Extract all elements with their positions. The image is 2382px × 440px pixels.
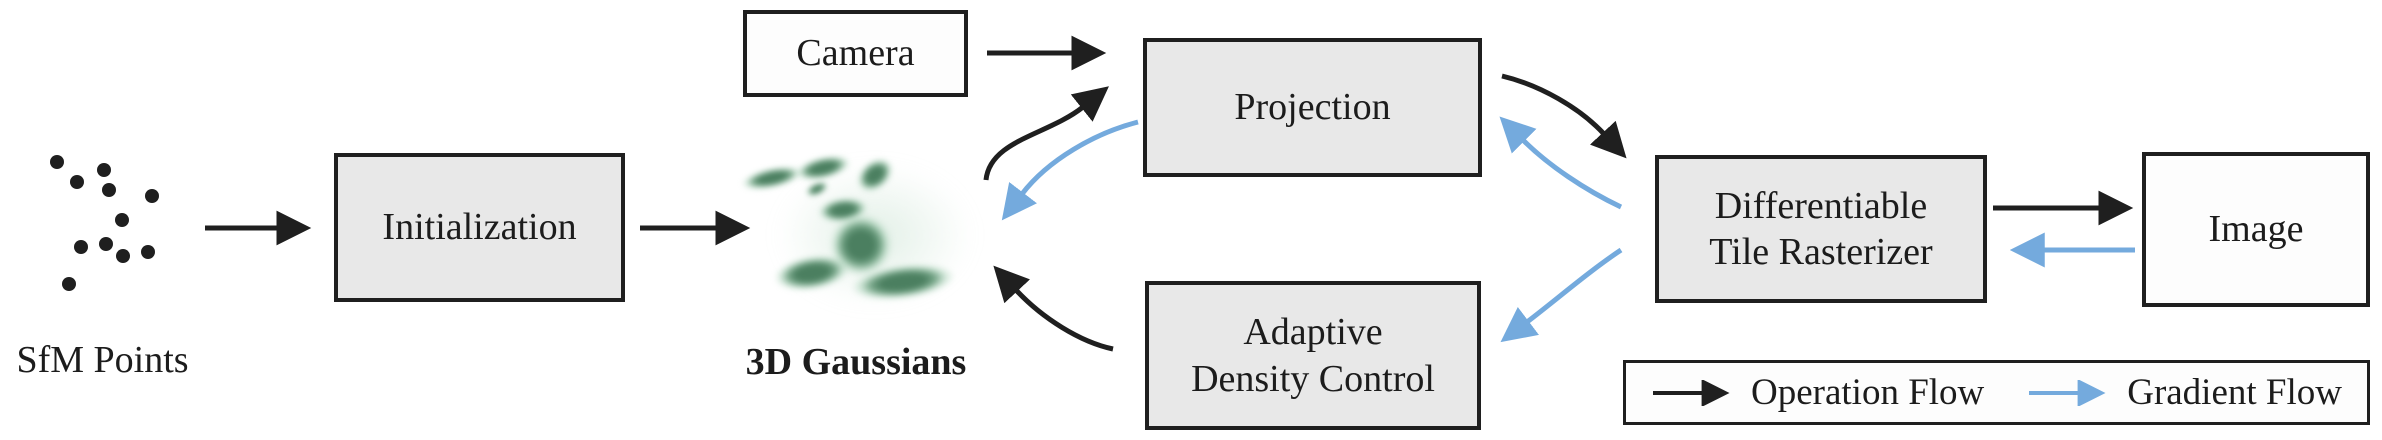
edge-projection-to-rasterizer-arrow — [1501, 73, 1627, 159]
rasterizer-label-line2: Tile Rasterizer — [1709, 231, 1933, 273]
sfm-point-dot — [102, 183, 116, 197]
gaussians-label: 3D Gaussians — [745, 341, 967, 383]
adc-label-line2: Density Control — [1191, 357, 1435, 400]
sfm-point-dot — [99, 237, 113, 251]
gradient-flow-arrow-icon — [2029, 379, 2106, 406]
sfm-point-cloud — [50, 155, 159, 291]
camera-node: Camera — [743, 10, 968, 97]
camera-label: Camera — [796, 32, 915, 75]
adc-label-line1: Adaptive — [1243, 311, 1383, 354]
legend: Operation Flow Gradient Flow — [1623, 360, 2370, 425]
operation-flow-arrow-icon — [1653, 379, 1730, 406]
rasterizer-label-line1: Differentiable — [1714, 184, 1928, 227]
sfm-point-dot — [141, 245, 155, 259]
edge-projection-to-gaussians-gradient-arrow — [1001, 119, 1139, 221]
gradient-flow-label: Gradient Flow — [2127, 372, 2342, 413]
sfm-point-dot — [97, 163, 111, 177]
projection-label: Projection — [1234, 86, 1391, 129]
projection-node: Projection — [1143, 38, 1482, 177]
image-node: Image — [2142, 152, 2370, 307]
sfm-point-dot — [70, 175, 84, 189]
legend-operation-flow: Operation Flow — [1651, 371, 1984, 414]
initialization-node: Initialization — [334, 153, 625, 302]
sfm-points-label: SfM Points — [16, 339, 189, 381]
edge-rasterizer-to-adc-gradient-arrow — [1500, 247, 1623, 343]
image-label: Image — [2208, 208, 2304, 251]
initialization-label: Initialization — [382, 206, 577, 249]
operation-flow-label: Operation Flow — [1751, 372, 1985, 413]
edge-rasterizer-to-projection-gradient-arrow — [1499, 116, 1623, 210]
sfm-point-dot — [50, 155, 64, 169]
legend-gradient-flow: Gradient Flow — [2027, 371, 2342, 414]
adaptive-density-control-node: Adaptive Density Control — [1145, 281, 1481, 430]
sfm-point-dot — [115, 213, 129, 227]
tile-rasterizer-node: Differentiable Tile Rasterizer — [1655, 155, 1987, 303]
sfm-point-dot — [74, 240, 88, 254]
gaussians-illustration — [735, 120, 1035, 335]
sfm-point-dot — [116, 249, 130, 263]
sfm-point-dot — [145, 189, 159, 203]
sfm-point-dot — [62, 277, 76, 291]
